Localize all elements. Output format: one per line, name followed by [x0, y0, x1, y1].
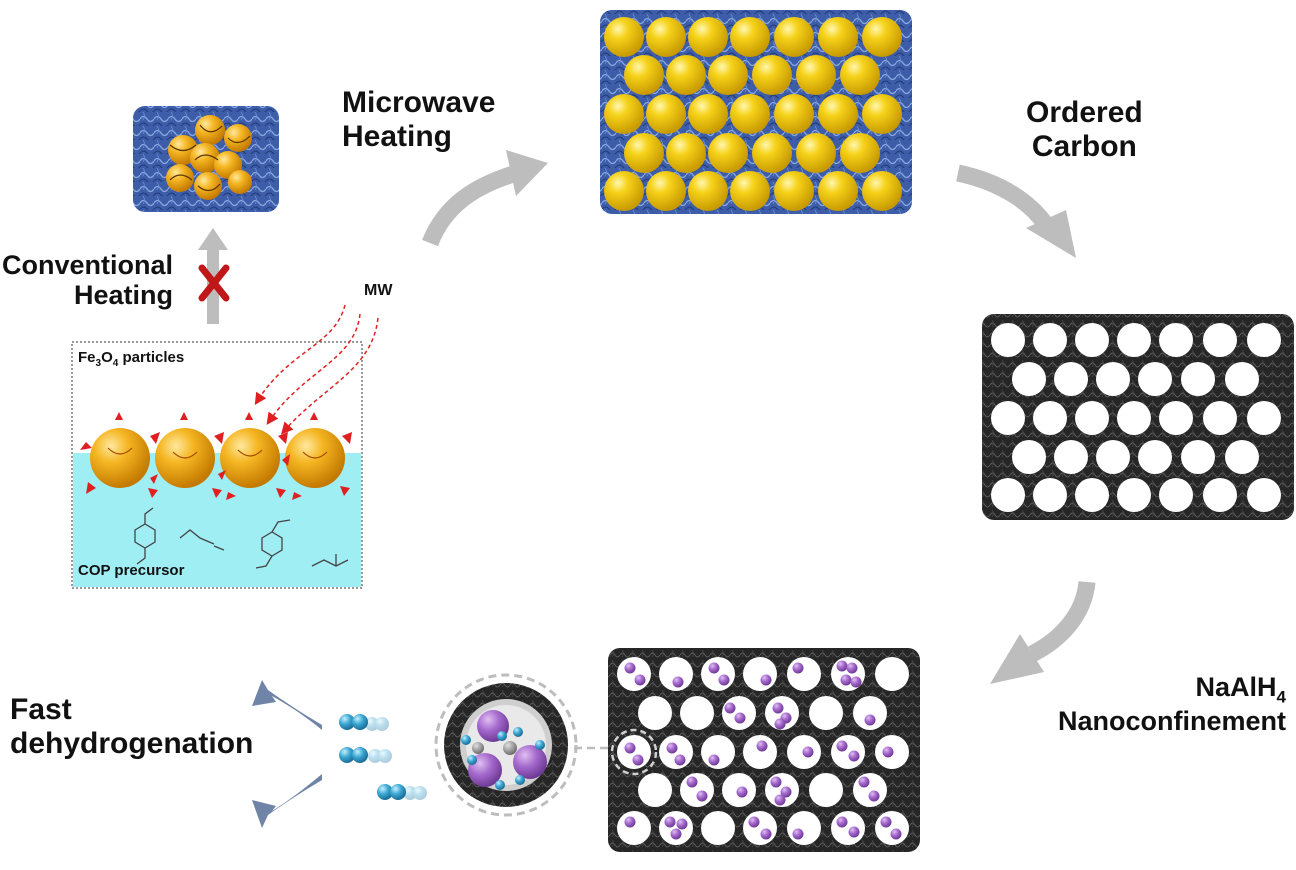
ordered-carbon	[982, 314, 1294, 520]
arrow-carbon-to-composite	[1027, 580, 1096, 662]
blocked-x-icon	[198, 264, 230, 302]
microwave-heating-line1: Microwave	[342, 86, 496, 119]
arrow-head-2	[1026, 210, 1076, 258]
naalh4-molecules	[461, 710, 547, 790]
mw-label: MW	[364, 282, 393, 299]
fe3o4-particle-row	[80, 412, 352, 500]
ordered-carbon-label: Ordered Carbon	[1026, 96, 1143, 163]
fast-dehydrogenation-line2: dehydrogenation	[10, 726, 254, 760]
carbon-pores	[991, 323, 1281, 512]
gold-spheres	[604, 17, 902, 211]
precursor-box	[71, 341, 363, 589]
ordered-carbon-line2: Carbon	[1031, 129, 1137, 163]
fe3o4-particles-word: particles	[118, 349, 185, 366]
microwave-heating-line2: Heating	[342, 119, 453, 153]
nanoconfinement-word: Nanoconfinement	[1057, 706, 1286, 737]
naalh4-main: NaAlH	[1195, 672, 1277, 702]
microwave-waves	[254, 304, 379, 435]
hydrogen-molecules	[339, 714, 427, 800]
fe3o4-label: Fe3O4 particles	[78, 349, 185, 369]
fe3o4-sub-3: 3	[95, 358, 102, 369]
aggregated-particles	[166, 115, 252, 200]
conventional-heating-line1: Conventional	[2, 250, 174, 280]
cop-precursor-label: COP precursor	[78, 562, 185, 579]
conventional-product	[133, 106, 279, 212]
arrow-template-to-carbon	[956, 164, 1053, 231]
ordered-carbon-line1: Ordered	[1026, 96, 1143, 129]
naalh4-particles	[624, 660, 902, 840]
composite-pores	[617, 657, 909, 845]
naalh4-formula: NaAlH4	[980, 672, 1286, 706]
microwave-heating-label: Microwave Heating	[342, 86, 495, 153]
fe3o4-fe: Fe	[78, 349, 96, 366]
gray-cycle-arrows	[422, 150, 1096, 684]
conventional-heating-line2: Heating	[74, 280, 174, 311]
zoom-source-ring	[610, 728, 658, 776]
fast-dehydrogenation-label: Fast dehydrogenation	[10, 693, 253, 760]
naalh4-nanoconfinement-label: NaAlH4 Nanoconfinement	[980, 672, 1286, 737]
conventional-heating-label: Conventional Heating	[2, 250, 173, 310]
zoomed-pore	[434, 673, 578, 817]
arrow-head-3	[990, 634, 1044, 684]
template-lattice	[600, 10, 912, 214]
arrow-head-1	[506, 150, 548, 196]
fast-dehydrogenation-line1: Fast	[10, 693, 72, 726]
fe3o4-sub-4: 4	[112, 358, 119, 369]
release-arrows	[252, 680, 322, 828]
nanoconfined-composite	[608, 648, 920, 852]
naalh4-sub: 4	[1276, 687, 1286, 707]
arrow-precursor-to-template	[422, 163, 523, 247]
fe3o4-o: O	[101, 349, 113, 366]
monomer-structures	[134, 507, 349, 569]
